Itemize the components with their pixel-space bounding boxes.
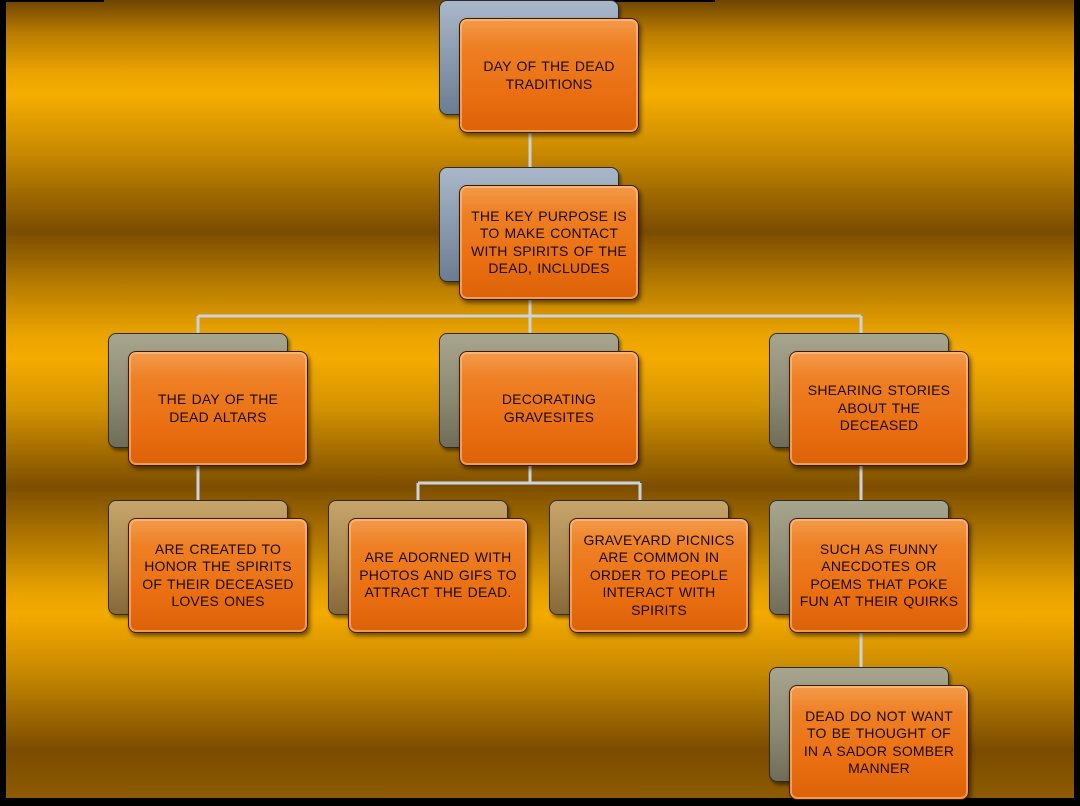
node-picnics-box: GRAVEYARD PICNICS ARE COMMON IN ORDER TO…: [569, 518, 749, 633]
node-stories-text: SHEARING STORIES ABOUT THE DECEASED: [807, 382, 951, 434]
node-stories-box: SHEARING STORIES ABOUT THE DECEASED: [789, 351, 969, 466]
node-altars-detail: ARE CREATED TO HONOR THE SPIRITS OF THEI…: [108, 500, 308, 633]
node-somber: DEAD DO NOT WANT TO BE THOUGHT OF IN A S…: [769, 667, 969, 800]
node-altars-box: THE DAY OF THE DEAD ALTARS: [128, 351, 308, 466]
node-funny: SUCH AS FUNNY ANECDOTES OR POEMS THAT PO…: [769, 500, 969, 633]
node-gravesites: DECORATING GRAVESITES: [439, 333, 639, 466]
node-picnics: GRAVEYARD PICNICS ARE COMMON IN ORDER TO…: [549, 500, 749, 633]
node-adorned-box: ARE ADORNED WITH PHOTOS AND GIFS TO ATTR…: [348, 518, 528, 633]
node-gravesites-box: DECORATING GRAVESITES: [459, 351, 639, 466]
node-funny-box: SUCH AS FUNNY ANECDOTES OR POEMS THAT PO…: [789, 518, 969, 633]
node-adorned-text: ARE ADORNED WITH PHOTOS AND GIFS TO ATTR…: [359, 549, 517, 601]
node-stories: SHEARING STORIES ABOUT THE DECEASED: [769, 333, 969, 466]
node-somber-box: DEAD DO NOT WANT TO BE THOUGHT OF IN A S…: [789, 685, 969, 800]
node-root-text: DAY OF THE DEAD TRADITIONS: [483, 58, 615, 92]
top-edge-bar-right: [545, 0, 715, 2]
node-purpose: THE KEY PURPOSE IS TO MAKE CONTACT WITH …: [439, 167, 639, 300]
node-gravesites-text: DECORATING GRAVESITES: [501, 391, 597, 425]
node-funny-text: SUCH AS FUNNY ANECDOTES OR POEMS THAT PO…: [799, 540, 959, 610]
node-picnics-text: GRAVEYARD PICNICS ARE COMMON IN ORDER TO…: [583, 531, 735, 618]
node-somber-text: DEAD DO NOT WANT TO BE THOUGHT OF IN A S…: [803, 707, 955, 777]
top-edge-bar-left: [0, 0, 104, 2]
node-root-box: DAY OF THE DEAD TRADITIONS: [459, 18, 639, 133]
node-adorned: ARE ADORNED WITH PHOTOS AND GIFS TO ATTR…: [328, 500, 528, 633]
node-altars-text: THE DAY OF THE DEAD ALTARS: [157, 391, 279, 425]
node-purpose-text: THE KEY PURPOSE IS TO MAKE CONTACT WITH …: [471, 207, 627, 277]
node-altars-detail-text: ARE CREATED TO HONOR THE SPIRITS OF THEI…: [142, 540, 294, 610]
node-root: DAY OF THE DEAD TRADITIONS: [439, 0, 639, 133]
node-altars-detail-box: ARE CREATED TO HONOR THE SPIRITS OF THEI…: [128, 518, 308, 633]
node-altars: THE DAY OF THE DEAD ALTARS: [108, 333, 308, 466]
node-purpose-box: THE KEY PURPOSE IS TO MAKE CONTACT WITH …: [459, 185, 639, 300]
